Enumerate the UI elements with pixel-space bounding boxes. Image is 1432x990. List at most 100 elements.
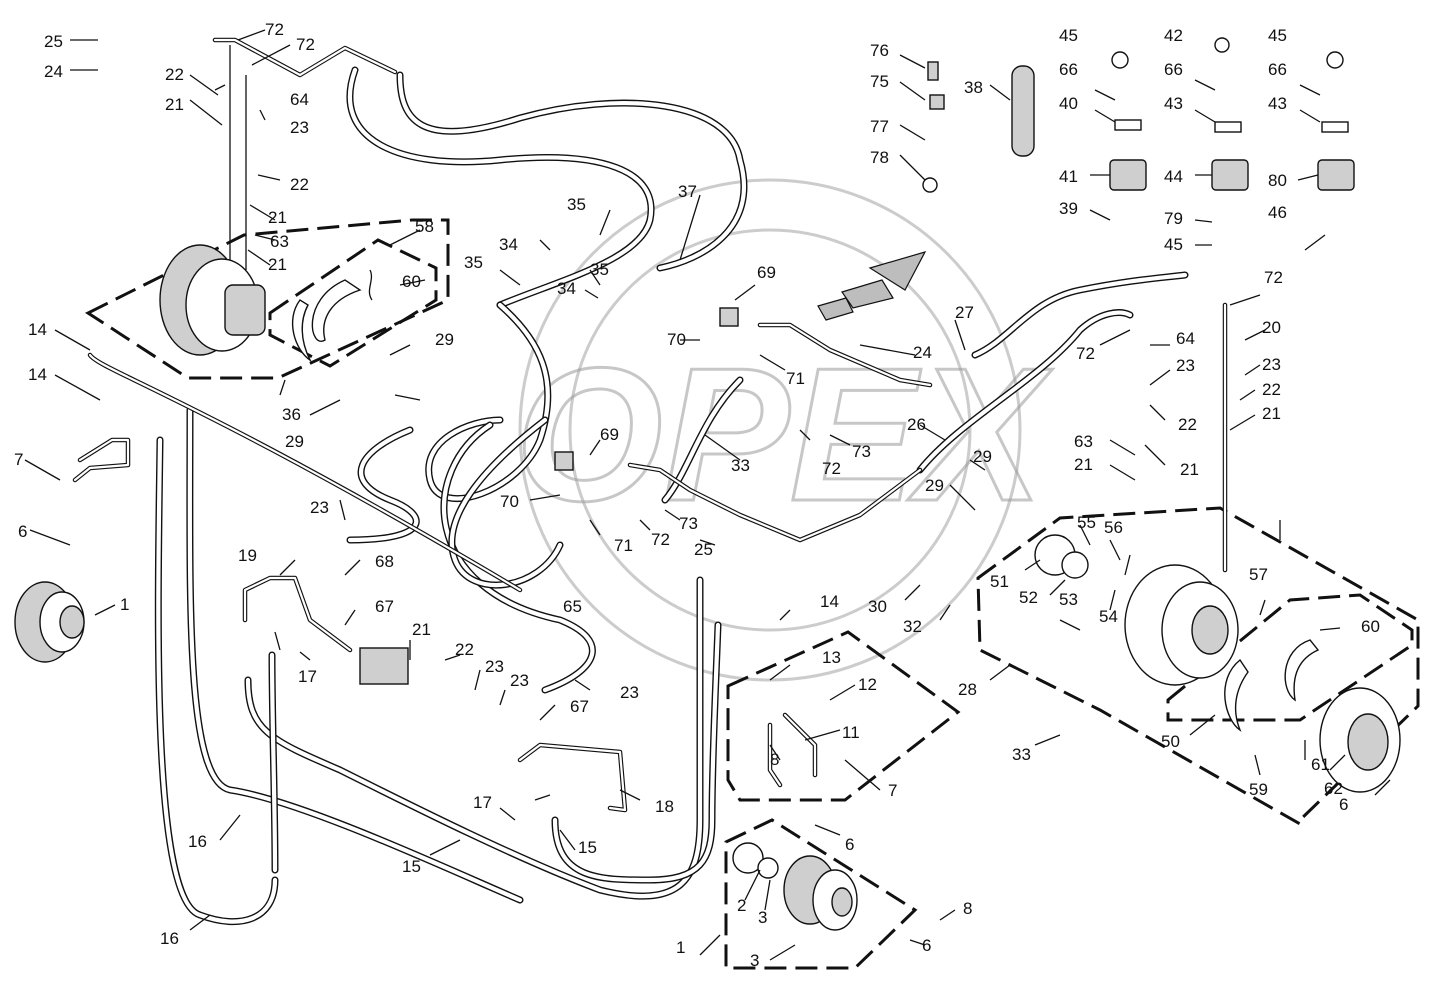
callout-73: 73 <box>679 514 698 533</box>
callout-22f: 23 <box>1262 355 1281 374</box>
group-9 <box>726 630 961 802</box>
callout-63b: 63 <box>1074 432 1093 451</box>
callout-25: 24 <box>913 343 932 362</box>
callout-38: 35 <box>567 195 586 214</box>
callout-61: 61 <box>1311 755 1330 774</box>
callout-66c: 66 <box>1268 60 1287 79</box>
callout-2: 2 <box>737 896 746 915</box>
callout-56: 56 <box>1104 518 1123 537</box>
callout-20: 21 <box>165 95 184 114</box>
callout-8: 6 <box>18 522 27 541</box>
callout-18: 18 <box>655 797 674 816</box>
callout-76: 76 <box>870 41 889 60</box>
callout-72b: 72 <box>822 459 841 478</box>
callout-20f: 21 <box>1262 404 1281 423</box>
callout-50: 50 <box>1161 732 1180 751</box>
brake-drum-right <box>1319 687 1401 793</box>
callout-15: 15 <box>578 838 597 857</box>
callout-64b: 64 <box>1176 329 1195 348</box>
callout-29: 28 <box>958 680 977 699</box>
callout-22b: 23 <box>290 118 309 137</box>
callout-73b: 73 <box>852 442 871 461</box>
callout-54: 54 <box>1099 607 1118 626</box>
callout-67: 67 <box>375 597 394 616</box>
callout-48c: 45 <box>1268 26 1287 45</box>
callout-20c: 21 <box>268 255 287 274</box>
callout-1b: 1 <box>676 938 685 957</box>
callout-36: 34 <box>499 235 518 254</box>
callout-30: 29 <box>435 330 454 349</box>
leader-lines <box>24 29 1391 961</box>
callout-30c: 29 <box>973 447 992 466</box>
callout-20e: 21 <box>1180 460 1199 479</box>
callout-14: 14 <box>28 320 47 339</box>
callout-60b: 60 <box>1361 617 1380 636</box>
pipes <box>72 37 1228 813</box>
callout-74d: 72 <box>1076 344 1095 363</box>
callout-70b: 70 <box>500 492 519 511</box>
callout-65: 65 <box>563 597 582 616</box>
callout-47: 44 <box>1164 167 1183 186</box>
callout-9: 7 <box>14 450 23 469</box>
callout-41: 38 <box>964 78 983 97</box>
callout-24: 23 <box>310 498 329 517</box>
callout-48b: 45 <box>1164 235 1183 254</box>
callout-66b: 66 <box>1164 60 1183 79</box>
group-50 <box>1166 593 1414 722</box>
callout-44: 41 <box>1059 167 1078 186</box>
callout-9b: 7 <box>888 781 897 800</box>
callout-45: 42 <box>1164 26 1183 45</box>
drive-motor-left <box>14 581 85 663</box>
callout-22: 24 <box>44 62 63 81</box>
callout-74b: 72 <box>296 35 315 54</box>
callout-1: 1 <box>120 595 129 614</box>
callout-75: 75 <box>870 72 889 91</box>
callout-14b: 14 <box>28 365 47 384</box>
callout-59: 59 <box>1249 780 1268 799</box>
callout-6b: 6 <box>1339 795 1348 814</box>
callout-42: 39 <box>1059 199 1078 218</box>
callout-71: 71 <box>786 369 805 388</box>
callout-52: 52 <box>1019 588 1038 607</box>
callout-21c: 22 <box>455 640 474 659</box>
valve-block <box>359 307 739 685</box>
callout-37b: 35 <box>590 260 609 279</box>
callout-14c: 14 <box>820 592 839 611</box>
components <box>14 37 1401 931</box>
brake-motor-left <box>159 244 266 356</box>
callout-68: 68 <box>375 552 394 571</box>
group-58-inner <box>268 238 438 368</box>
callout-21: 22 <box>165 65 184 84</box>
callout-19: 19 <box>238 546 257 565</box>
watermark: OPEX <box>514 178 1055 682</box>
callout-39: 36 <box>282 405 301 424</box>
brake-shoes-right <box>1224 639 1320 732</box>
callout-46b: 43 <box>1268 94 1287 113</box>
callout-43: 40 <box>1059 94 1078 113</box>
callout-58: 58 <box>415 217 434 236</box>
callout-78: 78 <box>870 148 889 167</box>
callout-53: 53 <box>1059 590 1078 609</box>
callout-24b: 23 <box>620 683 639 702</box>
callout-36b: 34 <box>557 279 576 298</box>
callout-21d: 22 <box>1178 415 1197 434</box>
callout-32: 30 <box>868 597 887 616</box>
callout-49: 46 <box>1268 203 1287 222</box>
brake-shoes-left <box>291 269 373 363</box>
callout-16: 16 <box>188 832 207 851</box>
callout-37: 35 <box>464 253 483 272</box>
callout-12: 12 <box>858 675 877 694</box>
callout-33: 32 <box>903 617 922 636</box>
callout-11: 11 <box>842 723 860 742</box>
callout-66: 66 <box>1059 60 1078 79</box>
callout-60: 60 <box>402 272 421 291</box>
callout-74c: 72 <box>1264 268 1283 287</box>
callout-28: 27 <box>955 303 974 322</box>
callout-20g: 21 <box>1074 455 1093 474</box>
drive-motor-center <box>732 842 858 931</box>
callout-51: 51 <box>990 572 1009 591</box>
group-1 <box>724 818 918 970</box>
callout-77: 77 <box>870 117 889 136</box>
group-39 <box>84 218 450 380</box>
callout-16b: 16 <box>160 929 179 948</box>
